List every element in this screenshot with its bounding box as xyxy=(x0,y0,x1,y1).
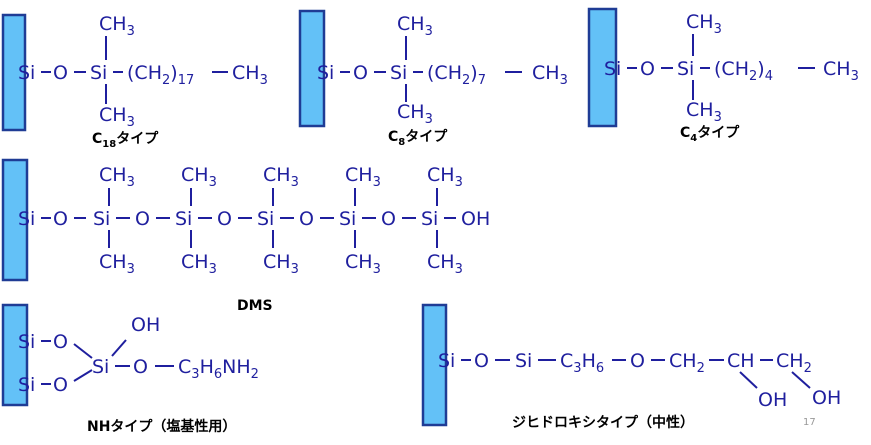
silica-surface xyxy=(298,9,326,128)
methyl-group: CH3 xyxy=(397,101,433,127)
si-atom: Si xyxy=(18,374,35,396)
hydroxyl-group: OH xyxy=(131,314,160,336)
nh-type-caption: NHタイプ（塩基性用） xyxy=(87,418,236,435)
silica-surface xyxy=(1,158,29,282)
c4-structure: Si O Si CH3 CH3 (CH2)4 CH3 C4タイプ xyxy=(587,7,859,144)
silica-surface xyxy=(1,13,27,132)
hydroxyl-group: OH xyxy=(461,208,490,230)
o-atom: O xyxy=(299,208,314,230)
si-atom: Si xyxy=(257,208,274,230)
dms-structure: Si O Si CH3 CH3 O Si CH3 CH3 O Si CH3 CH… xyxy=(1,158,490,314)
hydroxyl-group: OH xyxy=(812,387,841,409)
methyl-group: CH3 xyxy=(823,58,859,84)
methyl-group: CH3 xyxy=(181,164,217,190)
methyl-group: CH3 xyxy=(232,62,268,88)
si-atom: Si xyxy=(92,356,109,378)
c18-type-caption: C18タイプ xyxy=(92,131,159,150)
c8-structure: Si O Si CH3 CH3 (CH2)7 CH3 C8タイプ xyxy=(298,9,568,148)
alkyl-chain: (CH2)4 xyxy=(714,58,773,84)
page-number: 17 xyxy=(803,417,816,428)
methyl-group: CH3 xyxy=(345,164,381,190)
si-atom: Si xyxy=(390,62,407,84)
si-atom: Si xyxy=(18,331,35,353)
methyl-group: CH3 xyxy=(686,11,722,37)
methyl-group: CH3 xyxy=(427,164,463,190)
o-atom: O xyxy=(53,374,68,396)
hydroxyl-group: OH xyxy=(758,389,787,411)
methyl-group: CH3 xyxy=(99,164,135,190)
methyl-group: CH3 xyxy=(532,62,568,88)
o-atom: O xyxy=(53,62,68,84)
si-atom: Si xyxy=(18,62,35,84)
si-atom: Si xyxy=(438,350,455,372)
nh-type-structure: Si O Si O Si OH O C3H6NH2 NHタイプ（塩基性用） xyxy=(1,303,259,435)
methyl-group: CH3 xyxy=(397,13,433,39)
methine-group: CH xyxy=(727,350,755,372)
silica-surface xyxy=(1,303,29,407)
o-atom: O xyxy=(353,62,368,84)
o-atom: O xyxy=(53,331,68,353)
methyl-group: CH3 xyxy=(99,251,135,277)
si-atom: Si xyxy=(18,208,35,230)
si-atom: Si xyxy=(90,62,107,84)
si-atom: Si xyxy=(515,350,532,372)
methyl-group: CH3 xyxy=(99,104,135,130)
methyl-group: CH3 xyxy=(181,251,217,277)
o-atom: O xyxy=(133,356,148,378)
o-atom: O xyxy=(640,58,655,80)
si-atom: Si xyxy=(421,208,438,230)
methyl-group: CH3 xyxy=(427,251,463,277)
o-atom: O xyxy=(381,208,396,230)
methyl-group: CH3 xyxy=(263,164,299,190)
si-atom: Si xyxy=(604,58,621,80)
si-atom: Si xyxy=(93,208,110,230)
methyl-group: CH3 xyxy=(263,251,299,277)
o-atom: O xyxy=(135,208,150,230)
o-atom: O xyxy=(53,208,68,230)
alkyl-chain: (CH2)17 xyxy=(127,62,194,88)
c8-type-caption: C8タイプ xyxy=(388,129,448,148)
o-atom: O xyxy=(474,350,489,372)
dihydroxy-type-caption: ジヒドロキシタイプ（中性） xyxy=(512,414,694,431)
o-atom: O xyxy=(630,350,645,372)
silica-surface xyxy=(587,7,618,128)
si-atom: Si xyxy=(677,58,694,80)
si-atom: Si xyxy=(175,208,192,230)
methyl-group: CH3 xyxy=(345,251,381,277)
c4-type-caption: C4タイプ xyxy=(680,125,740,144)
si-atom: Si xyxy=(339,208,356,230)
methylene-group: CH2 xyxy=(669,350,705,376)
c18-structure: Si O Si CH3 CH3 (CH2)17 CH3 C18タイプ xyxy=(1,13,268,150)
alkyl-chain: (CH2)7 xyxy=(427,62,486,88)
aminopropyl-group: C3H6NH2 xyxy=(178,356,259,382)
dihydroxy-type-structure: Si O Si C3H6 O CH2 CH CH2 OH OH ジヒドロキシタイ… xyxy=(421,303,841,431)
si-atom: Si xyxy=(317,62,334,84)
silica-surface xyxy=(421,303,448,427)
methyl-group: CH3 xyxy=(99,13,135,39)
o-atom: O xyxy=(217,208,232,230)
methyl-group: CH3 xyxy=(686,99,722,125)
methylene-group: CH2 xyxy=(776,350,812,376)
propyl-group: C3H6 xyxy=(560,350,604,376)
dms-caption: DMS xyxy=(237,298,273,314)
